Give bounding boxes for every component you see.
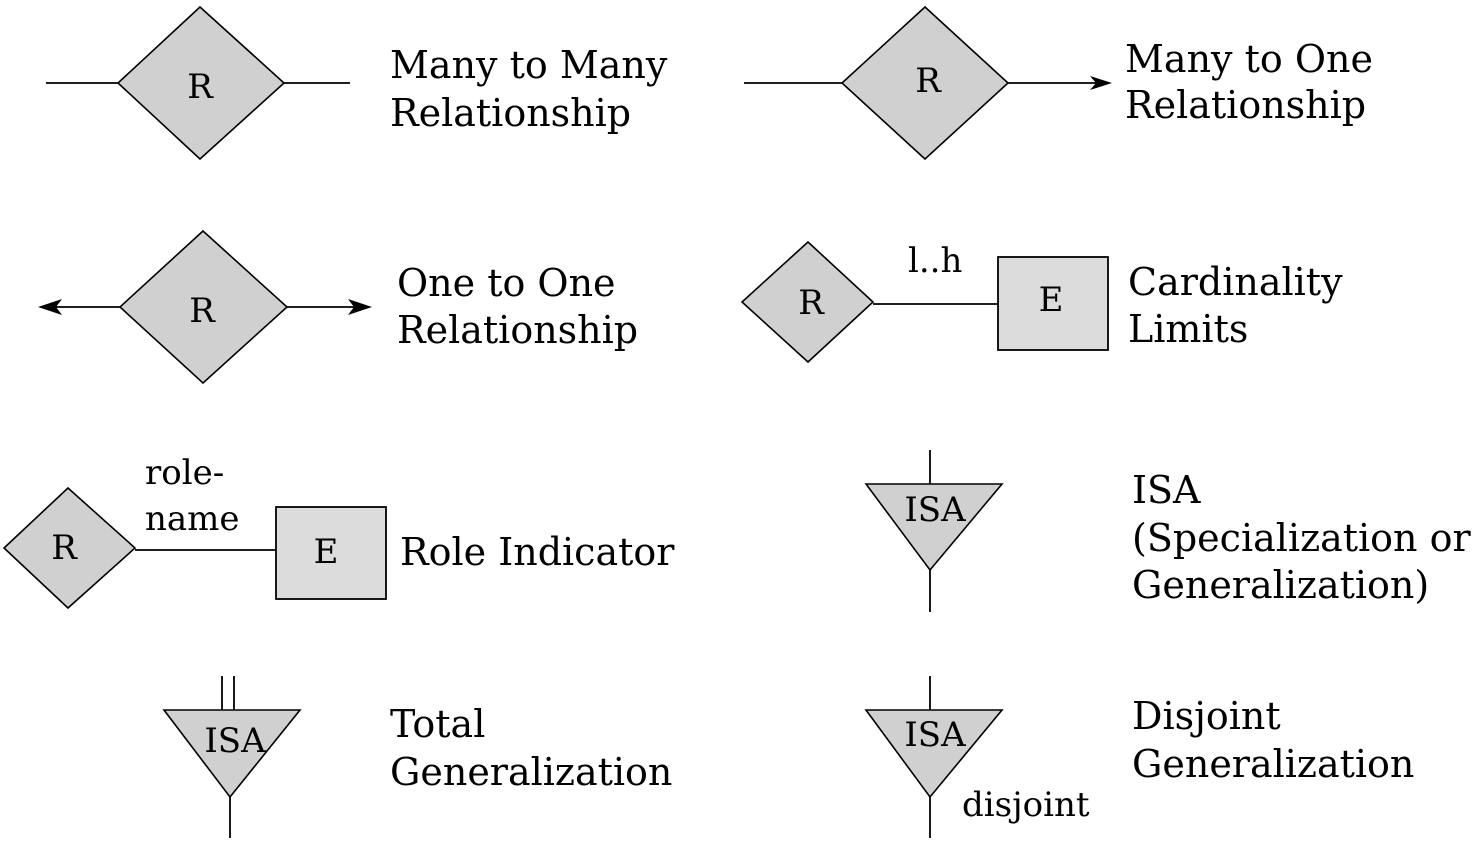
relationship-diamond (116, 5, 286, 161)
total-generalization-figure: ISA (162, 676, 302, 838)
many-to-one-caption-line1: Many to One (1125, 37, 1373, 81)
relationship-symbol: R (189, 291, 216, 331)
disjoint-generalization-caption-line2: Generalization (1132, 742, 1414, 786)
isa-triangle (162, 709, 302, 799)
cardinality-caption-line2: Limits (1128, 307, 1248, 351)
role-indicator-caption: Role Indicator (400, 530, 675, 574)
entity-rectangle (997, 256, 1109, 351)
many-to-many-figure: R (46, 5, 350, 161)
relationship-symbol: R (915, 61, 942, 101)
one-to-one-caption-line1: One to One (397, 261, 616, 305)
entity-rectangle (275, 506, 387, 600)
entity-symbol: E (1039, 280, 1064, 320)
isa-caption-line2: (Specialization or (1132, 516, 1471, 560)
isa-symbol: ISA (904, 715, 966, 755)
arrow-head-icon (38, 299, 62, 315)
one-to-one-figure: R (38, 229, 372, 385)
role-name-label-line2: name (145, 499, 240, 539)
entity-symbol: E (314, 532, 339, 572)
role-indicator-figure: R E role- name (2, 453, 387, 610)
isa-triangle (864, 709, 1004, 799)
many-to-one-caption-line2: Relationship (1125, 83, 1366, 127)
one-to-one-caption-line2: Relationship (397, 308, 638, 352)
disjoint-generalization-caption-line1: Disjoint (1132, 694, 1281, 738)
cardinality-caption-line1: Cardinality (1128, 260, 1343, 304)
isa-caption-line3: Generalization) (1132, 563, 1429, 607)
relationship-diamond (2, 486, 137, 610)
isa-caption-line1: ISA (1132, 468, 1201, 512)
isa-symbol: ISA (904, 490, 966, 530)
isa-figure: ISA (864, 450, 1004, 612)
relationship-symbol: R (187, 67, 214, 107)
isa-symbol: ISA (204, 721, 266, 761)
disjoint-label: disjoint (962, 785, 1090, 825)
many-to-one-figure: R (744, 5, 1112, 161)
isa-triangle (864, 483, 1004, 572)
arrow-head-icon (1090, 76, 1112, 90)
role-name-label-line1: role- (145, 453, 224, 493)
relationship-diamond (740, 240, 875, 364)
total-generalization-caption-line1: Total (390, 702, 485, 746)
disjoint-generalization-figure: ISA disjoint (864, 676, 1090, 838)
cardinality-limit-label: l..h (908, 241, 962, 281)
relationship-symbol: R (798, 283, 825, 323)
cardinality-figure: R E l..h (740, 240, 1109, 364)
arrow-head-icon (348, 299, 372, 315)
many-to-many-caption-line2: Relationship (390, 91, 631, 135)
relationship-diamond (840, 5, 1010, 161)
relationship-symbol: R (51, 528, 78, 568)
relationship-diamond (118, 229, 289, 385)
many-to-many-caption-line1: Many to Many (390, 43, 668, 87)
total-generalization-caption-line2: Generalization (390, 750, 672, 794)
